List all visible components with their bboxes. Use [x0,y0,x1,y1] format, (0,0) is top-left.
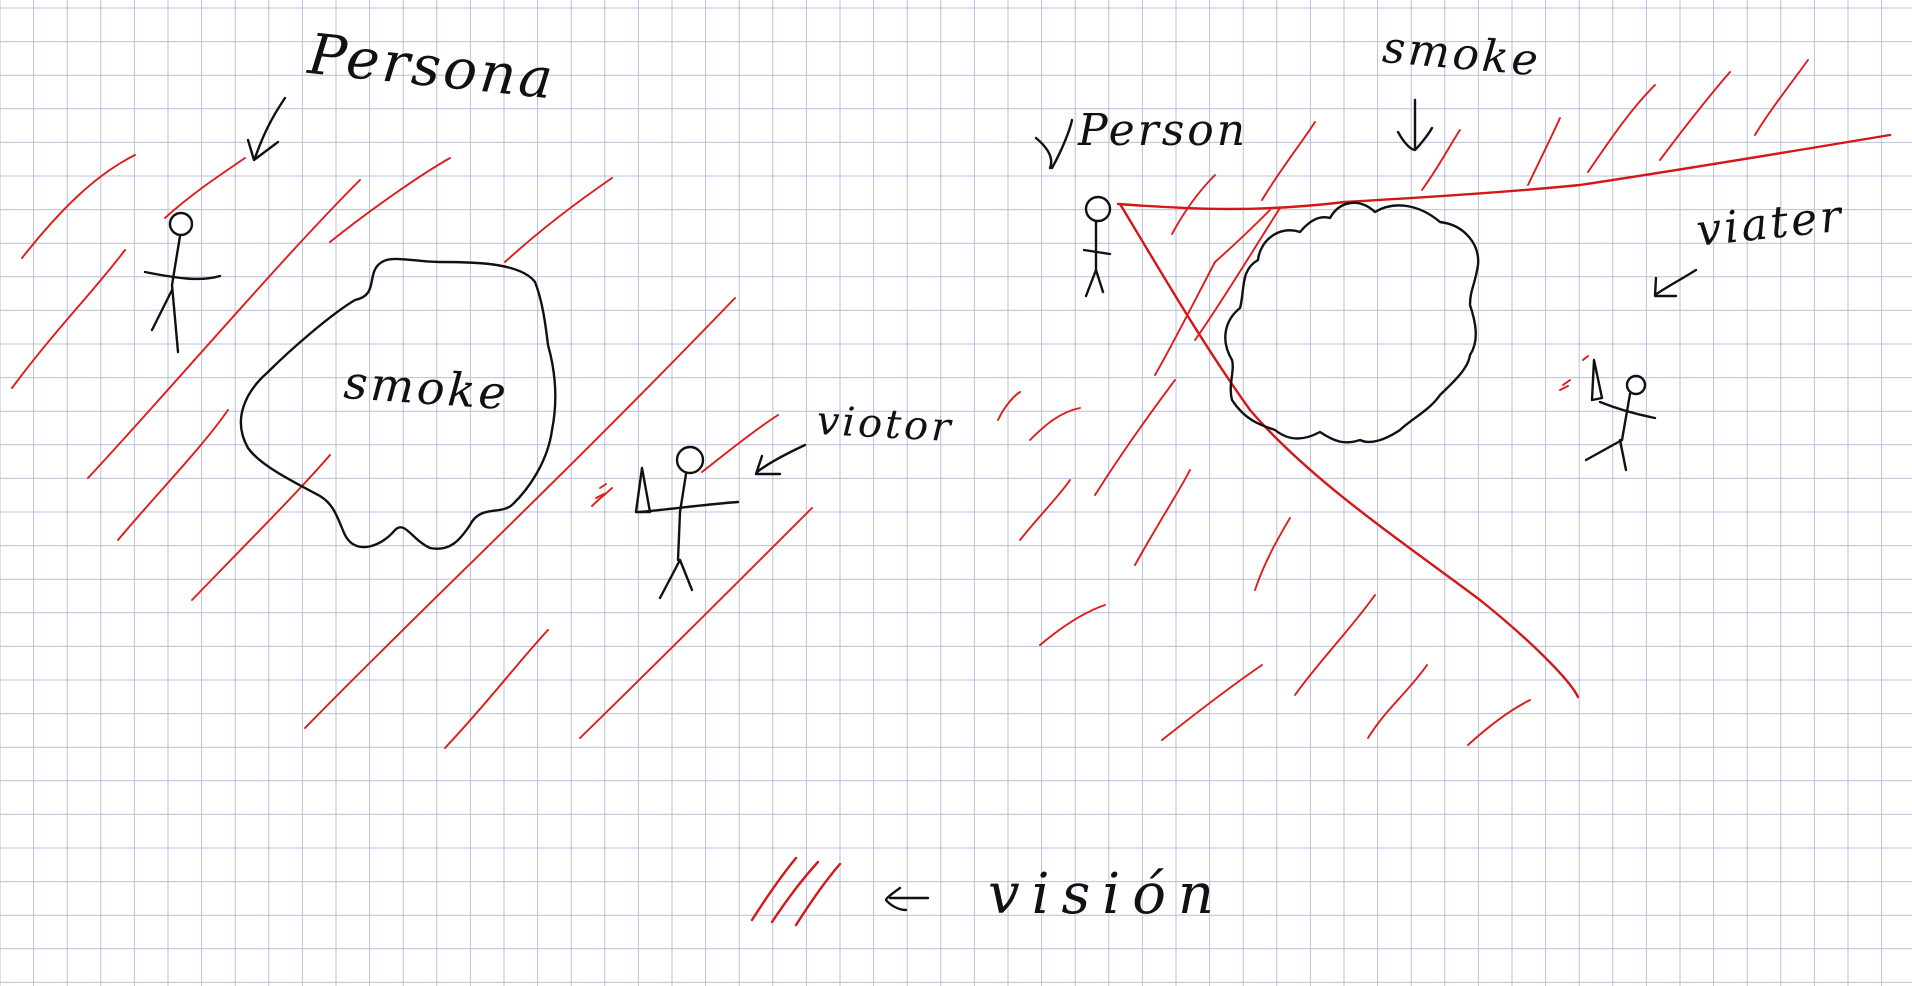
right-scene [997,59,1892,746]
label-right-person: Person [1078,105,1249,156]
right-visitor-figure [1584,358,1657,472]
right-vision-hatching [997,59,1809,746]
right-vision-cone [1116,133,1892,699]
left-visitor-figure [634,445,740,600]
legend-arrow-icon [884,886,930,912]
left-visitor-arrow-icon [754,443,807,476]
torch-flame-right [1559,355,1589,391]
left-person-arrow-icon [246,96,287,162]
left-vision-hatching [11,154,813,749]
label-left-smoke: smoke [342,355,511,421]
legend [750,856,930,927]
left-scene [11,96,813,749]
right-person-arrow-icon [1034,118,1074,170]
right-smoke-arrow-icon [1396,98,1434,152]
label-left-visitor: viotor [815,398,955,452]
legend-hatch-icon [750,856,842,927]
right-smoke-cloud [1224,201,1480,444]
left-person-figure [143,211,222,354]
left-smoke-cloud [239,257,557,550]
right-visitor-arrow-icon [1653,268,1698,298]
torch-flame-left [595,483,607,499]
legend-label: visión [988,862,1226,927]
right-person-figure [1082,195,1112,298]
